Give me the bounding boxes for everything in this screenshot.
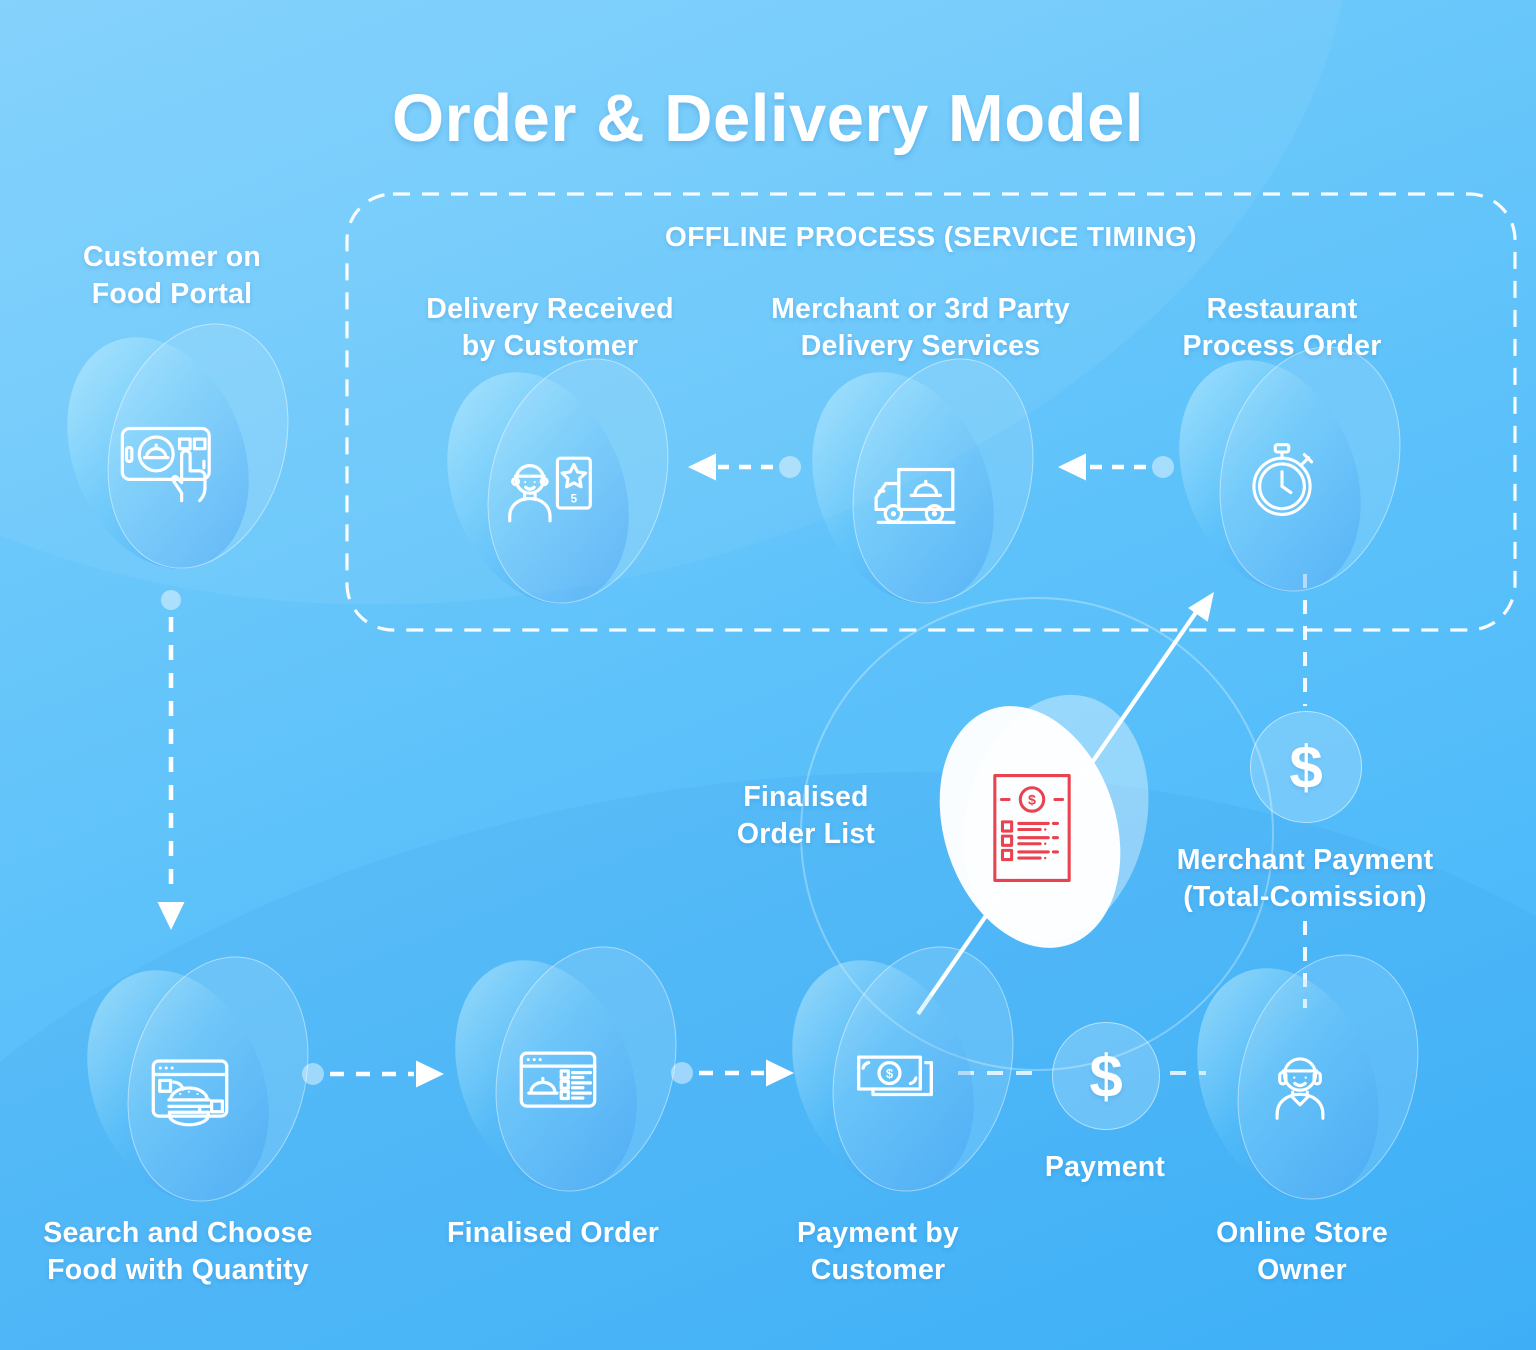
merchant-payment-dollar-circle: $ (1250, 711, 1362, 823)
label-search-food: Search and Choose Food with Quantity (43, 1217, 313, 1286)
label-payment: Payment (1044, 1151, 1166, 1183)
tablet-food-portal-icon (120, 426, 211, 503)
label-customer-portal: Customer on Food Portal (83, 241, 261, 310)
browser-burger-icon (151, 1059, 229, 1127)
stopwatch-icon (1252, 443, 1314, 516)
customer-rating-icon: 5 (508, 456, 592, 523)
label-online-store-owner: Online Store Owner (1216, 1217, 1388, 1286)
arrow-portal-to-search (157, 590, 185, 930)
dollar-icon: $ (1089, 1042, 1123, 1110)
store-owner-icon (1275, 1057, 1325, 1120)
label-merchant-payment: Merchant Payment (Total-Comission) (1176, 844, 1434, 913)
arrow-restaurant-to-delivery-services (1058, 453, 1174, 481)
payment-dollar-circle: $ (1052, 1022, 1160, 1130)
money-bills-icon: $ (857, 1055, 933, 1097)
order-receipt-icon: $ (993, 774, 1071, 882)
node-delivery-received: 5 (414, 336, 697, 632)
label-delivery-services: Merchant or 3rd Party Delivery Services (771, 293, 1070, 362)
label-finalised-order: Finalised Order (446, 1217, 660, 1249)
rating-value: 5 (571, 493, 578, 506)
node-customer-portal (34, 301, 317, 597)
node-finalised-order-list: $ (909, 674, 1174, 973)
node-payment-by-customer: $ (759, 924, 1042, 1220)
label-payment-by-customer: Payment by Customer (797, 1217, 959, 1286)
offline-process-box (345, 192, 1517, 632)
node-delivery-services (779, 336, 1062, 632)
page-title: Order & Delivery Model (392, 81, 1144, 156)
arrow-delivery-services-to-customer (688, 453, 801, 481)
node-restaurant-process (1146, 324, 1429, 620)
arrow-search-to-finalised-order (302, 1060, 444, 1088)
label-finalised-order-list: Finalised Order List (736, 781, 876, 850)
node-finalised-order (422, 924, 705, 1220)
receipt-dollar-glyph: $ (1028, 793, 1036, 809)
label-delivery-received: Delivery Received by Customer (426, 293, 674, 362)
delivery-truck-icon (874, 467, 956, 525)
browser-order-list-icon (519, 1051, 597, 1108)
offline-process-header: OFFLINE PROCESS (SERVICE TIMING) (665, 221, 1197, 252)
arrow-finalised-order-to-payment (671, 1059, 794, 1087)
label-restaurant-process: Restaurant Process Order (1182, 293, 1382, 362)
node-online-store-owner (1164, 932, 1447, 1228)
node-search-food (54, 934, 337, 1230)
money-dollar-glyph: $ (886, 1066, 894, 1081)
dollar-icon: $ (1289, 733, 1323, 801)
